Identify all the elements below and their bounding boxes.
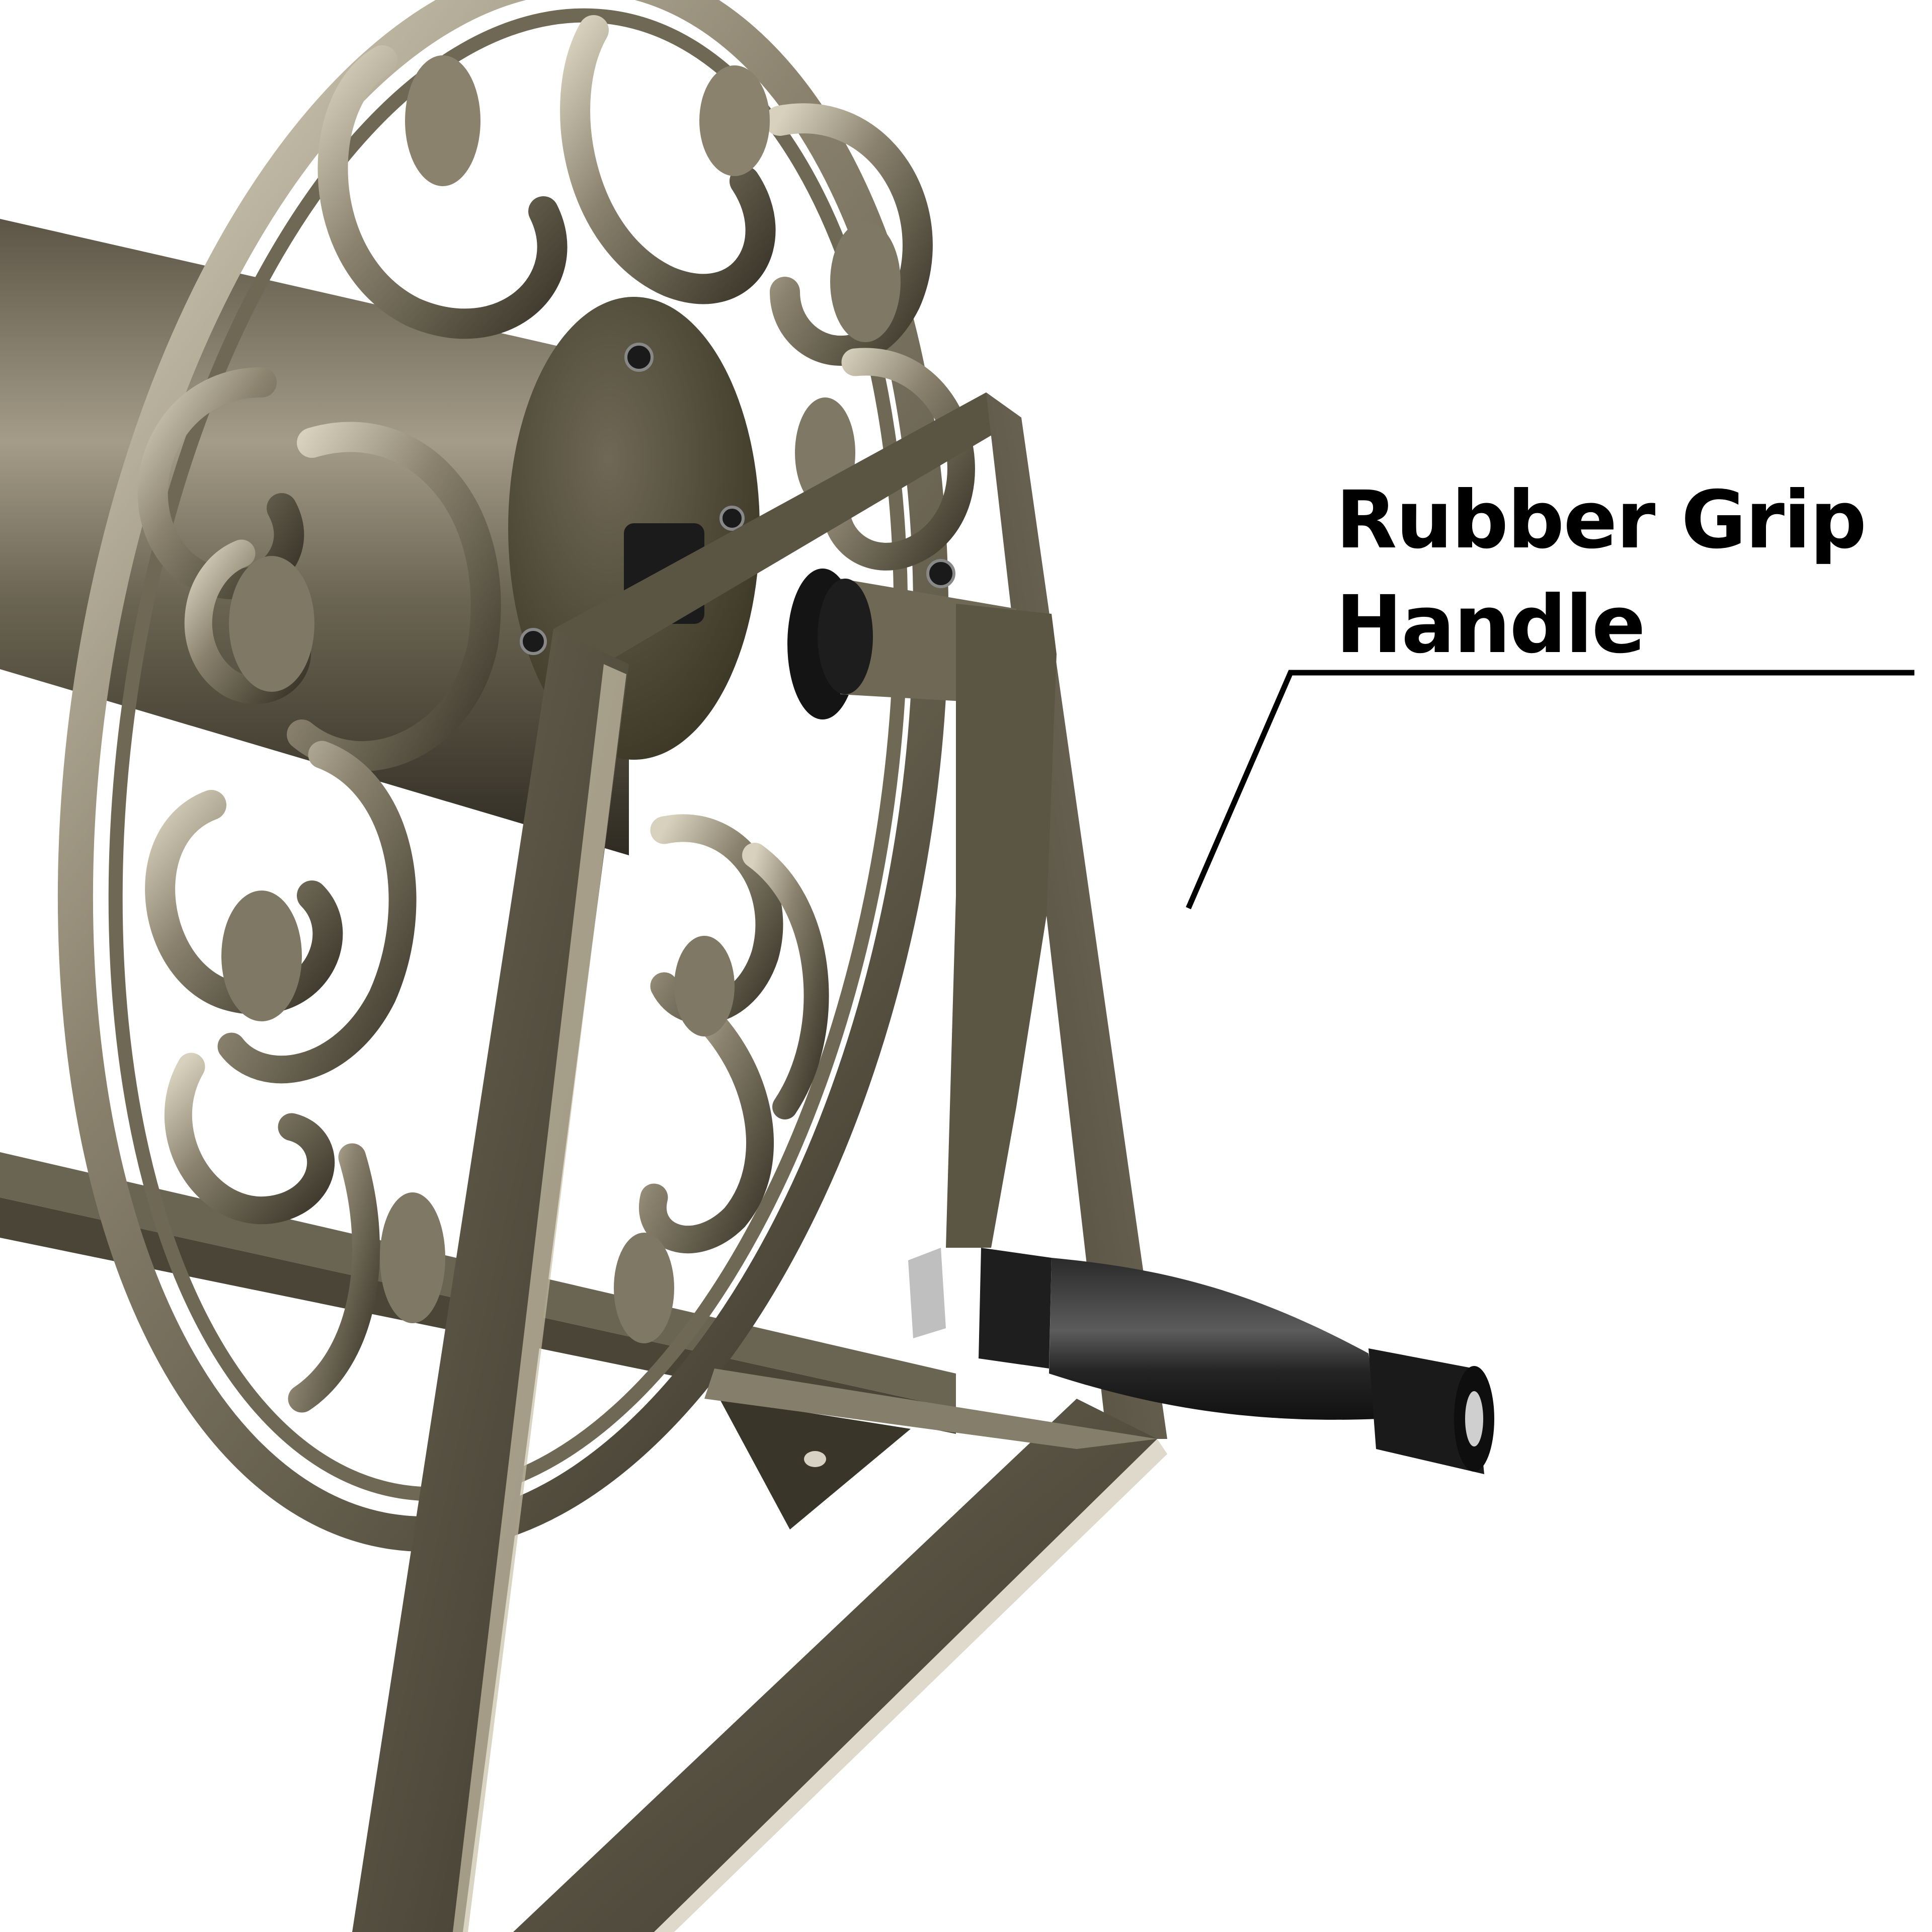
ornate-reel-wheel [57,0,975,1552]
hub-bolt-icon [624,343,654,372]
mounting-hole-icon [804,1451,826,1467]
set-screw-icon [926,559,955,588]
crank-assembly [787,559,1057,1338]
reel-side-frame [352,392,1167,1932]
callout-label: Rubber Grip Handle [1336,468,1867,677]
rubber-grip-handle [979,1248,1494,1474]
hex-nut-icon [908,1248,946,1338]
callout-label-line-1: Rubber Grip [1336,474,1867,567]
callout-leader-line [1185,670,1914,910]
callout-label-line-2: Handle [1336,579,1646,671]
hub-bolt-icon [719,506,745,531]
end-cap-screw-icon [1465,1391,1483,1446]
hub-bolt-icon [520,628,547,655]
